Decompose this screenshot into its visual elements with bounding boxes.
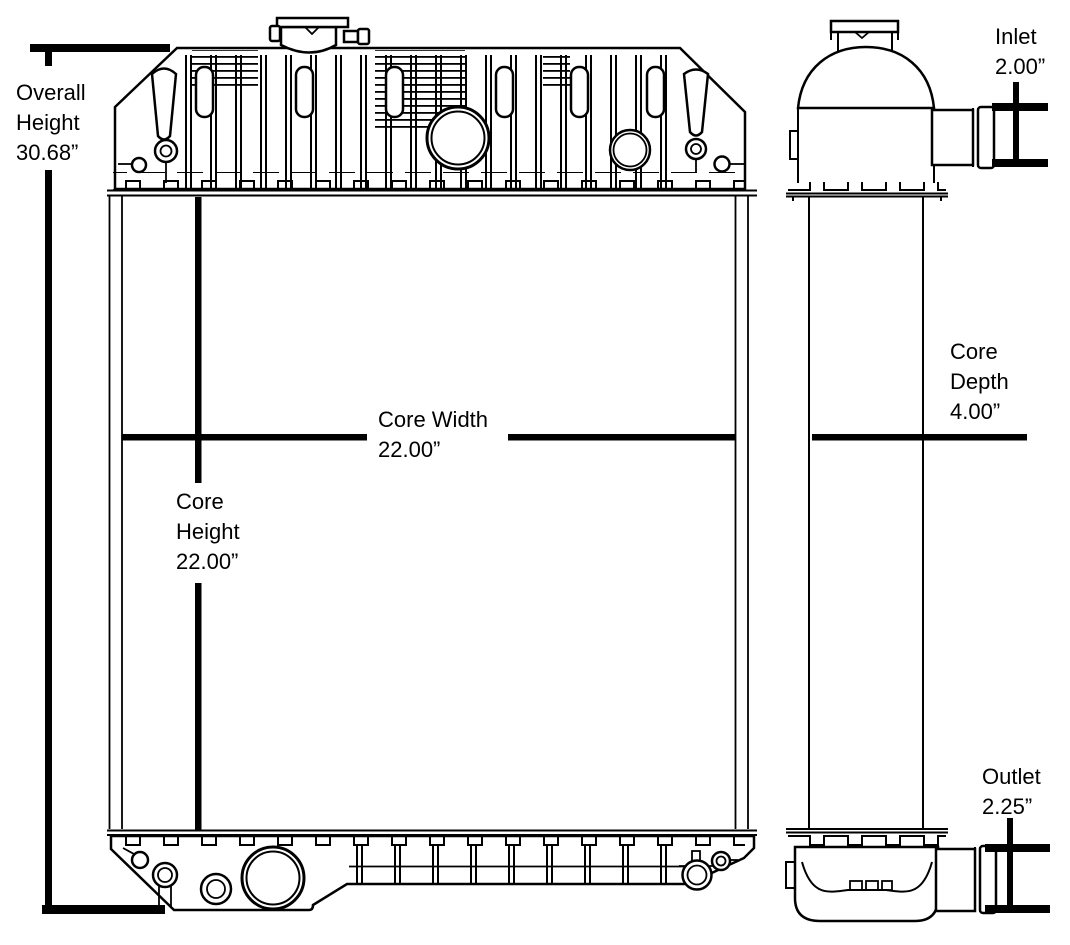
core-depth-label: Core Depth 4.00” [950, 339, 1009, 424]
overall-height-dimension [30, 44, 170, 914]
side-top-tank [789, 45, 936, 183]
side-filler-neck [829, 19, 900, 52]
side-bottom-flange [786, 828, 948, 847]
drain-plug [679, 850, 738, 891]
core-width-dimension [122, 434, 735, 441]
core-height-label: Core Height 22.00” [176, 489, 240, 574]
front-view [107, 16, 757, 912]
front-left-fittings [118, 67, 179, 183]
front-bottom-tank [107, 829, 757, 912]
core-depth-dimension [812, 434, 1027, 441]
core-width-label: Core Width 22.00” [378, 407, 489, 462]
side-bottom-tank [785, 845, 940, 923]
outlet-dimension [985, 818, 1050, 913]
front-top-tank [107, 16, 757, 197]
inlet-pipe [930, 105, 996, 170]
inlet-dimension [992, 82, 1048, 167]
side-view [785, 19, 998, 923]
top-castellation [113, 172, 745, 190]
outlet-label: Outlet 2.25” [982, 764, 1041, 819]
bottom-large-opening [240, 845, 306, 911]
outlet-pipe [934, 844, 998, 915]
side-top-flange [786, 182, 948, 201]
inlet-label: Inlet 2.00” [995, 24, 1046, 79]
front-medium-opening [608, 128, 652, 172]
core-height-dimension [195, 197, 202, 830]
side-core [808, 196, 924, 828]
front-core [108, 196, 749, 829]
bottom-medium-opening [199, 872, 233, 906]
front-large-opening [425, 105, 491, 171]
overall-height-label: Overall Height 30.68” [16, 80, 86, 165]
dimension-lines [30, 44, 1050, 914]
front-right-fittings [682, 68, 745, 173]
filler-cap [268, 16, 371, 54]
